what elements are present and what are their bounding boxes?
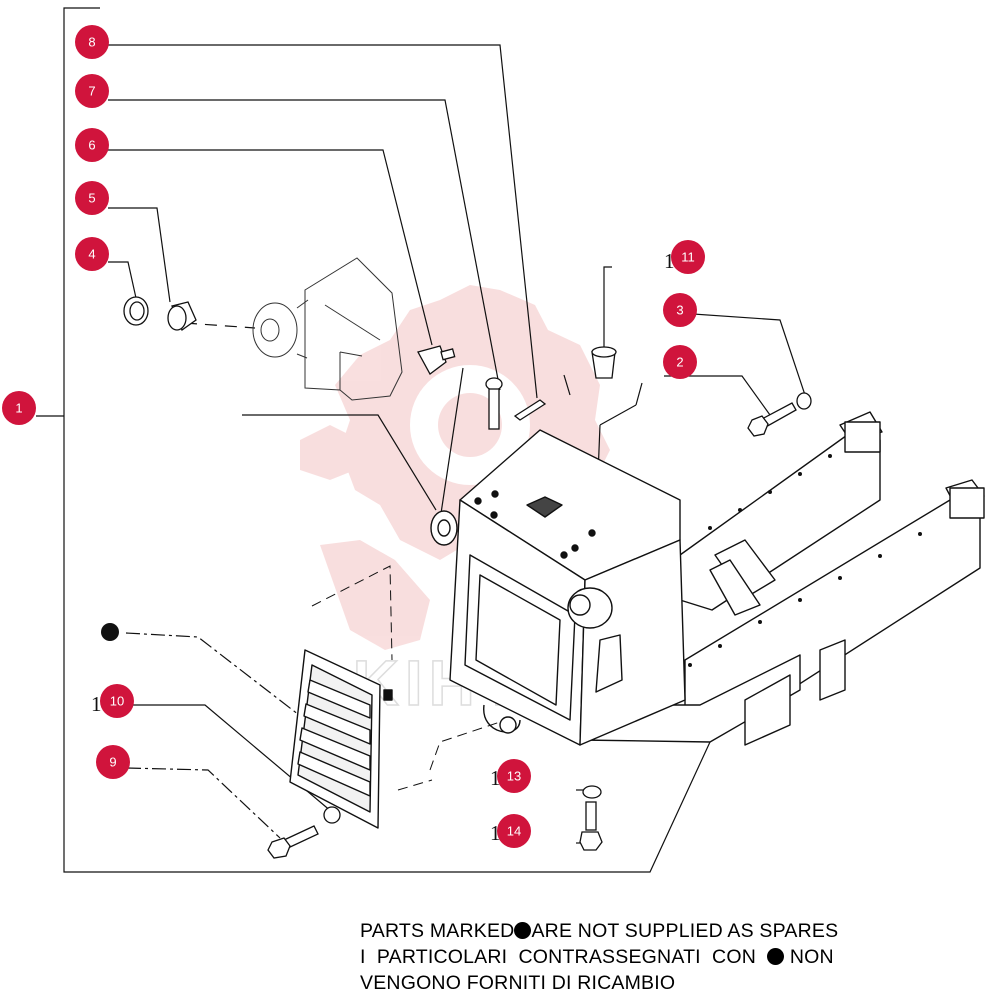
callout-10[interactable]: 1 10 [91, 684, 134, 718]
callout-2[interactable]: 2 [663, 345, 697, 379]
callout-label: 11 [681, 250, 695, 265]
callout-5[interactable]: 5 [75, 181, 109, 215]
callout-13[interactable]: 1 13 [490, 759, 531, 793]
front-grille [289, 649, 393, 829]
callout-3[interactable]: 3 [663, 293, 697, 327]
not-supplied-marker [101, 623, 119, 641]
callout-prefix: 1 [490, 766, 501, 790]
note-line-english: PARTS MARKED ARE NOT SUPPLIED AS SPARES [360, 920, 838, 943]
callout-label: 13 [507, 769, 521, 784]
callout-label: 8 [88, 35, 95, 50]
callout-14[interactable]: 1 14 [490, 814, 531, 848]
callout-label: 14 [507, 824, 521, 839]
bullet-dot-icon [767, 948, 785, 965]
pivot-casting-outline [252, 257, 403, 401]
callout-label: 10 [110, 694, 124, 709]
callout-label: 3 [676, 303, 683, 318]
callout-label: 5 [88, 191, 95, 206]
note-line-italian-1: I PARTICOLARI CONTRASSEGNATI CON NON [360, 946, 834, 969]
leader-lines [108, 44, 807, 844]
group-bracket [36, 7, 711, 873]
callout-8[interactable]: 8 [75, 25, 109, 59]
note-line-italian-2: VENGONO FORNITI DI RICAMBIO [360, 972, 675, 995]
callout-11[interactable]: 1 11 [664, 240, 705, 274]
callout-prefix: 1 [664, 249, 675, 273]
note-text: NON [789, 946, 834, 968]
bullet-dot-icon [514, 922, 532, 939]
callout-label: 6 [88, 138, 95, 153]
callout-label: 1 [15, 401, 22, 416]
callout-label: 4 [88, 247, 95, 262]
callout-prefix: 1 [91, 692, 102, 716]
callout-label: 7 [88, 84, 95, 99]
callout-6[interactable]: 6 [75, 128, 109, 162]
callout-9[interactable]: 9 [96, 745, 130, 779]
note-text: PARTS MARKED [360, 920, 515, 942]
callout-4[interactable]: 4 [75, 237, 109, 271]
fastener-parts [123, 296, 812, 859]
note-text: ARE NOT SUPPLIED AS SPARES [531, 920, 839, 942]
callout-label: 9 [109, 755, 116, 770]
callout-prefix: 1 [490, 821, 501, 845]
note-text: VENGONO FORNITI DI RICAMBIO [360, 972, 676, 994]
callout-7[interactable]: 7 [75, 74, 109, 108]
callout-1[interactable]: 1 [2, 391, 36, 425]
note-text: I PARTICOLARI CONTRASSEGNATI CON [360, 946, 756, 968]
main-frame-body [430, 411, 985, 746]
callout-label: 2 [676, 355, 683, 370]
mounting-outline [311, 565, 501, 791]
